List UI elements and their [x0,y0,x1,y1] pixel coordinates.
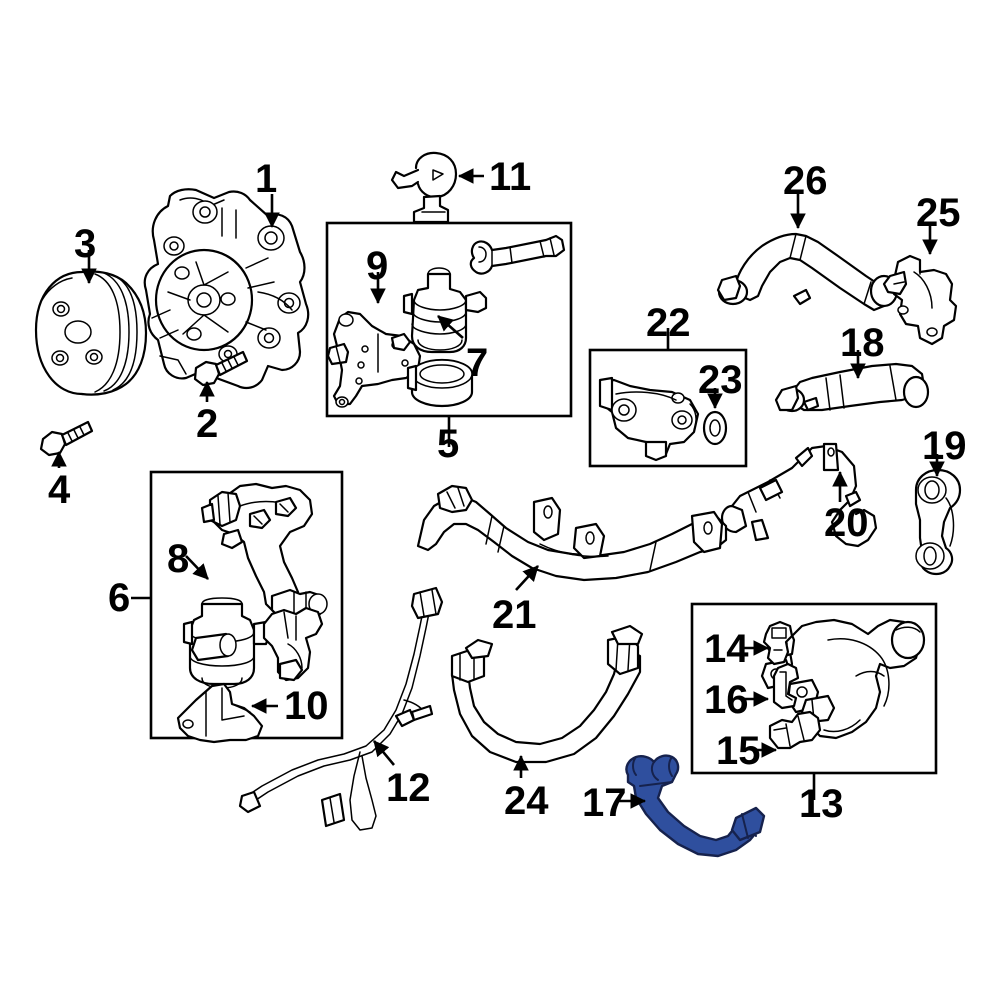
callout-label-21[interactable]: 21 [492,593,537,637]
part-retaining-clip [772,662,800,710]
callout-label-15[interactable]: 15 [716,729,761,773]
part-water-pump-assembly [200,482,328,622]
part-heater-outlet-hose [774,362,930,413]
callout-label-4[interactable]: 4 [48,468,71,512]
part-pump-bracket-lower [176,682,264,744]
callout-label-7[interactable]: 7 [466,341,489,385]
callout-label-12[interactable]: 12 [386,766,431,810]
callout-pointers [51,168,945,809]
callout-label-8[interactable]: 8 [167,537,190,581]
callout-label-13[interactable]: 13 [799,782,844,826]
part-pulley-bolt [39,420,94,457]
callout-label-23[interactable]: 23 [698,358,743,402]
callout-label-11[interactable]: 11 [489,155,532,199]
callout-label-20[interactable]: 20 [824,501,869,545]
callout-label-26[interactable]: 26 [783,159,828,203]
part-auxiliary-water-pump [402,267,488,354]
part-water-outlet-gasket [702,410,728,446]
part-coolant-sensor-harness [238,586,444,831]
part-pump-hose-fitting [262,606,324,682]
part-coolant-manifold-pipe [416,484,728,582]
callout-label-9[interactable]: 9 [366,244,389,288]
part-hose-clamp-upper [762,620,794,666]
callout-label-3[interactable]: 3 [74,222,97,266]
callout-label-17[interactable]: 17 [582,781,627,825]
callout-label-14[interactable]: 14 [704,627,749,671]
callout-label-2[interactable]: 2 [196,402,219,446]
part-coolant-temp-sensor [768,710,822,750]
part-electric-water-pump [182,597,272,689]
part-pump-seal-ring [406,358,474,408]
callout-label-18[interactable]: 18 [840,321,885,365]
part-aux-pump-hose [469,234,566,275]
callout-label-24[interactable]: 24 [504,779,549,823]
part-coolant-pipe-highlighted[interactable] [625,754,766,858]
callout-label-6[interactable]: 6 [108,576,131,620]
part-water-pump-bolt [193,350,249,387]
part-water-outlet [598,376,700,462]
callout-label-22[interactable]: 22 [646,301,691,345]
callout-label-19[interactable]: 19 [922,424,967,468]
part-coolant-control-valve [882,254,958,346]
callout-label-16[interactable]: 16 [704,678,749,722]
part-heater-inlet-hose [716,232,899,312]
callout-label-25[interactable]: 25 [916,191,961,235]
callout-label-1[interactable]: 1 [255,157,278,201]
part-coolant-connector-elbow [914,468,962,576]
callout-label-10[interactable]: 10 [284,684,329,728]
callout-label-5[interactable]: 5 [437,422,460,466]
part-water-pump-housing [143,188,310,390]
part-pump-mounting-bracket [326,310,422,408]
part-coolant-pipe-clip [390,151,458,224]
part-water-pump-pulley [34,270,148,396]
part-lower-radiator-hose [450,624,644,764]
